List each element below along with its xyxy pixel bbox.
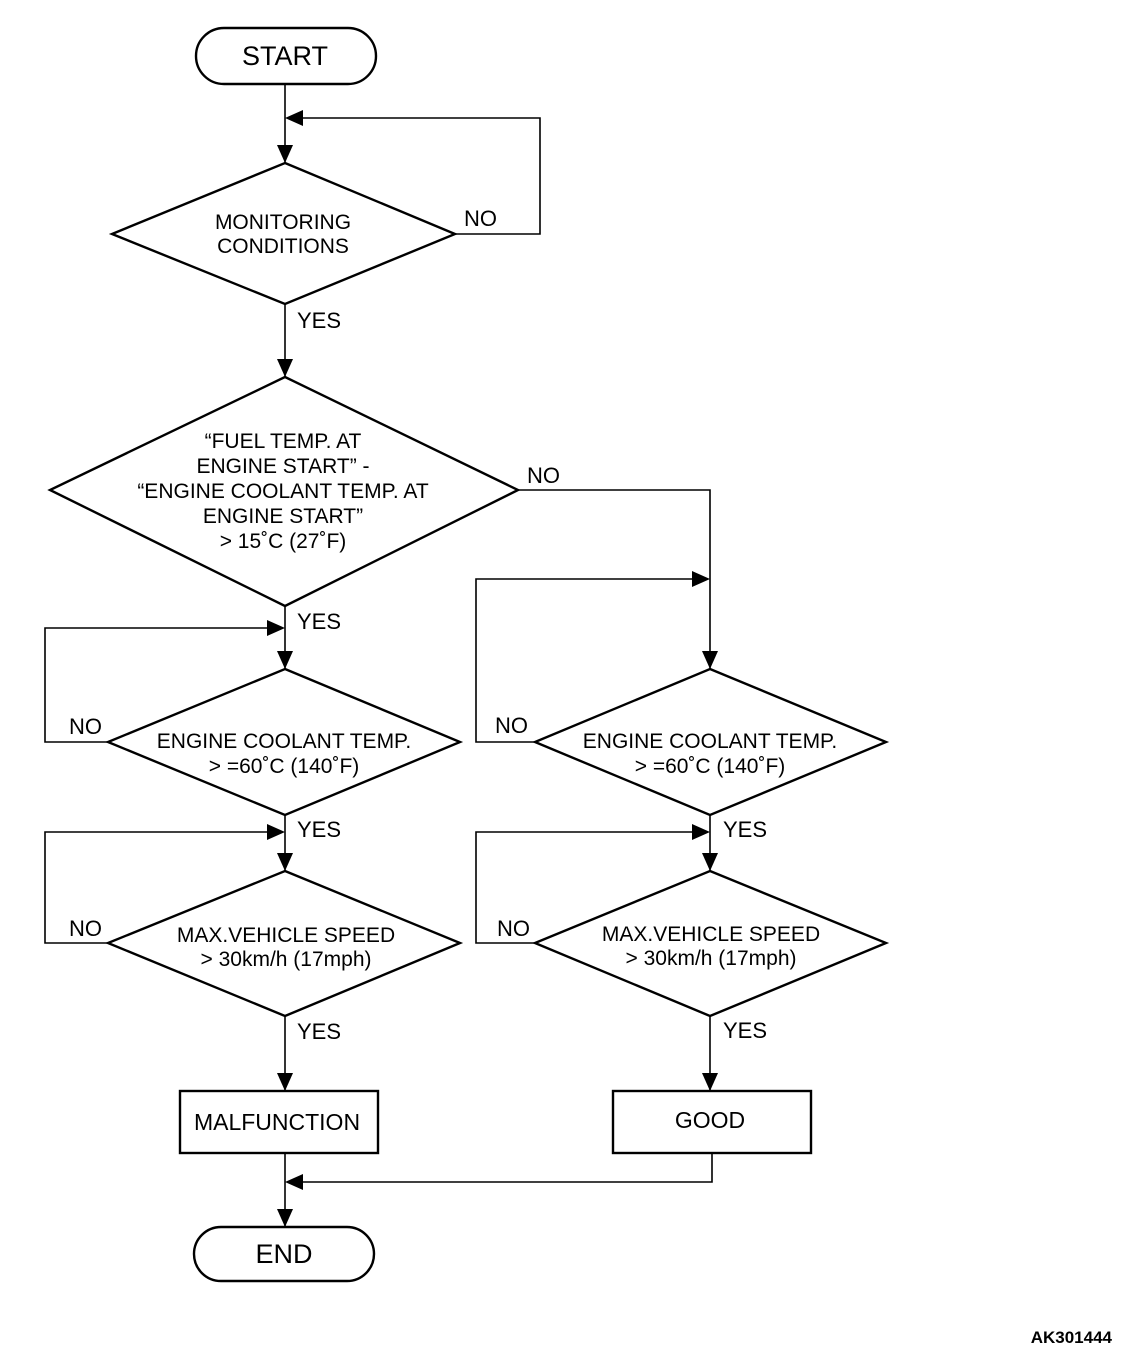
label-yes-coolant-left: YES xyxy=(297,817,341,842)
arrowhead xyxy=(702,1073,718,1091)
good-box: GOOD xyxy=(611,1089,813,1155)
arrowhead xyxy=(285,1174,303,1190)
malfunction-label: MALFUNCTION xyxy=(194,1109,360,1135)
start-node: START xyxy=(194,26,378,86)
speed-left-line2: > 30km/h (17mph) xyxy=(201,948,372,971)
fuel-temp-line3: “ENGINE COOLANT TEMP. AT xyxy=(137,480,429,503)
fuel-temp-line2: ENGINE START” - xyxy=(196,455,369,478)
label-no-speed-right: NO xyxy=(497,916,530,941)
arrowhead xyxy=(267,620,285,636)
label-yes-coolant-right: YES xyxy=(723,817,767,842)
speed-right-line2: > 30km/h (17mph) xyxy=(626,947,797,970)
arrowhead xyxy=(277,1073,293,1091)
arrowhead xyxy=(692,824,710,840)
label-yes-speed-left: YES xyxy=(297,1019,341,1044)
vehicle-speed-decision-right: MAX.VEHICLE SPEED > 30km/h (17mph) xyxy=(531,869,890,1018)
arrowhead xyxy=(277,145,293,163)
arrowhead xyxy=(285,110,303,126)
label-yes-fuel: YES xyxy=(297,609,341,634)
arrowhead xyxy=(277,651,293,669)
monitoring-conditions-decision: MONITORING CONDITIONS xyxy=(108,161,459,306)
label-no-coolant-left: NO xyxy=(69,714,102,739)
arrowhead xyxy=(702,651,718,669)
fuel-temp-decision: “FUEL TEMP. AT ENGINE START” - “ENGINE C… xyxy=(47,375,521,608)
label-yes-speed-right: YES xyxy=(723,1018,767,1043)
vehicle-speed-decision-left: MAX.VEHICLE SPEED > 30km/h (17mph) xyxy=(104,869,464,1018)
arrowhead xyxy=(267,824,285,840)
connector-monitoring-no-loop xyxy=(295,117,541,235)
connector-speed-left-no-loop xyxy=(44,831,275,944)
arrowhead xyxy=(277,1209,293,1227)
malfunction-box: MALFUNCTION xyxy=(178,1089,380,1155)
arrowhead xyxy=(277,359,293,377)
speed-right-line1: MAX.VEHICLE SPEED xyxy=(602,923,820,946)
connector-coolant-right-no-loop xyxy=(475,578,700,743)
coolant-left-line2: > =60˚C (140˚F) xyxy=(209,755,360,778)
connector-good-merge xyxy=(295,1153,713,1183)
label-no-speed-left: NO xyxy=(69,916,102,941)
arrowhead xyxy=(277,853,293,871)
fuel-temp-line5: > 15˚C (27˚F) xyxy=(220,530,347,553)
connector-speed-right-no-loop xyxy=(475,831,700,944)
fuel-temp-line1: “FUEL TEMP. AT xyxy=(205,430,362,453)
figure-code: AK301444 xyxy=(1031,1328,1113,1347)
coolant-temp-decision-left: ENGINE COOLANT TEMP. > =60˚C (140˚F) xyxy=(104,667,464,817)
label-no-monitoring: NO xyxy=(464,206,497,231)
start-label: START xyxy=(242,41,328,71)
speed-left-line1: MAX.VEHICLE SPEED xyxy=(177,924,395,947)
label-no-coolant-right: NO xyxy=(495,713,528,738)
good-label: GOOD xyxy=(675,1107,745,1133)
coolant-left-line1: ENGINE COOLANT TEMP. xyxy=(157,730,411,753)
end-label: END xyxy=(255,1239,312,1269)
fuel-temp-line4: ENGINE START” xyxy=(203,505,363,528)
label-no-fuel: NO xyxy=(527,463,560,488)
arrowhead xyxy=(692,571,710,587)
branch-labels: NO YES NO YES NO NO YES YES NO NO YES YE… xyxy=(69,206,767,1044)
monitoring-label-line2: CONDITIONS xyxy=(217,235,349,258)
monitoring-label-line1: MONITORING xyxy=(215,211,351,234)
end-node: END xyxy=(192,1225,376,1283)
connector-coolant-left-no-loop xyxy=(44,627,275,743)
coolant-right-line2: > =60˚C (140˚F) xyxy=(635,755,786,778)
coolant-right-line1: ENGINE COOLANT TEMP. xyxy=(583,730,837,753)
coolant-temp-decision-right: ENGINE COOLANT TEMP. > =60˚C (140˚F) xyxy=(531,667,890,817)
connector-fuel-no-right xyxy=(518,489,711,669)
label-yes-monitoring: YES xyxy=(297,308,341,333)
arrowheads xyxy=(267,110,718,1227)
arrowhead xyxy=(702,853,718,871)
